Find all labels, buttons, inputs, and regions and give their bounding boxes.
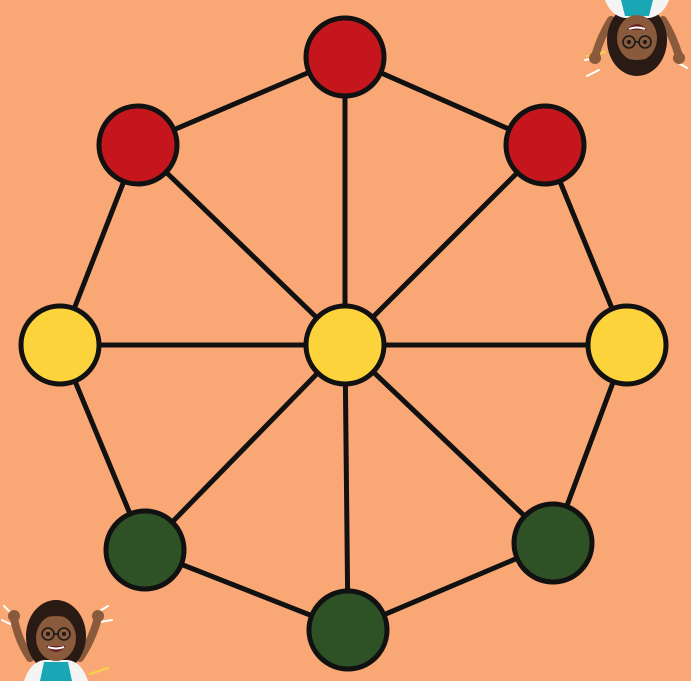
board-line-center-lower-right [345,345,553,543]
game-piece-green-lower-right[interactable] [514,504,592,582]
board-line-center-lower-left [145,345,345,550]
game-piece-yellow-center[interactable] [306,306,384,384]
avatar-bottom-left [0,596,118,681]
board-line-center-upper-left [138,145,345,345]
game-piece-red-upper-left[interactable] [99,106,177,184]
game-piece-green-bottom[interactable] [309,591,387,669]
game-piece-yellow-right[interactable] [588,306,666,384]
avatar-top-right [582,0,691,82]
game-piece-yellow-left[interactable] [21,306,99,384]
game-piece-green-lower-left[interactable] [106,511,184,589]
board-line-center-upper-right [345,145,545,345]
game-piece-red-top[interactable] [306,18,384,96]
board-line-center-bottom [345,345,348,630]
game-piece-red-upper-right[interactable] [506,106,584,184]
